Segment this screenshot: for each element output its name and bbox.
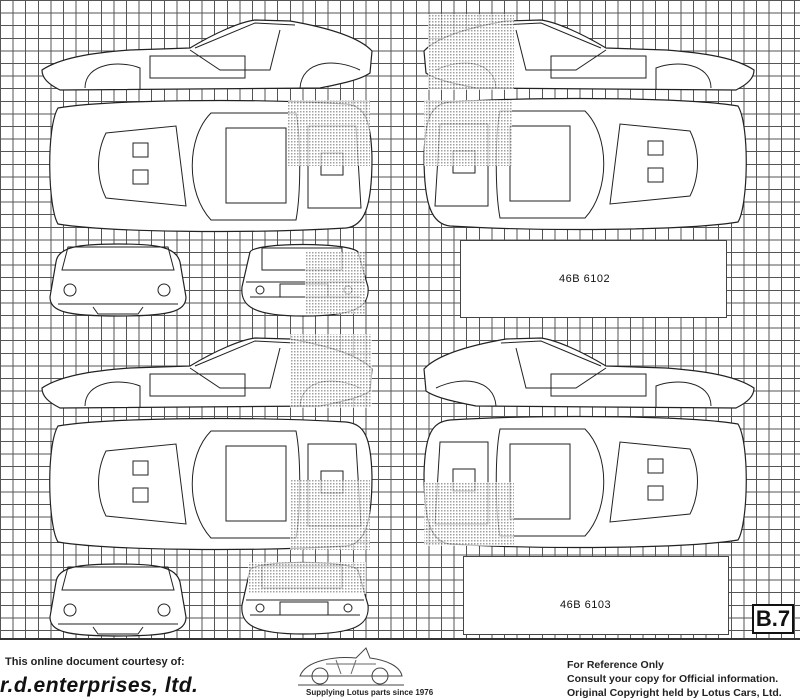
shaded-panel-5 [290, 334, 372, 408]
part-label-box-2: 46B 6103 [463, 556, 729, 635]
copyright-notice: Original Copyright held by Lotus Cars, L… [567, 687, 782, 699]
consult-notice: Consult your copy for Official informati… [567, 673, 779, 685]
sheet-number: B.7 [752, 604, 794, 634]
shaded-panel-7 [248, 562, 366, 594]
part-label-box-1: 46B 6102 [460, 240, 727, 318]
body-panel-drawings [41, 14, 755, 637]
shaded-panel-8 [424, 482, 514, 546]
shaded-panel-1 [288, 100, 370, 166]
part-number-1: 46B 6102 [559, 273, 611, 285]
side-view-car-4 [423, 337, 755, 409]
brand-name[interactable]: r.d.enterprises, ltd. [0, 674, 199, 697]
shaded-panel-2 [305, 252, 365, 314]
front-view-car-3 [49, 563, 187, 637]
front-view-car-1 [49, 243, 187, 317]
footer: This online document courtesy of: r.d.en… [0, 640, 800, 700]
reference-notice: For Reference Only [567, 659, 664, 671]
logo-tagline: Supplying Lotus parts since 1976 [306, 688, 434, 697]
courtesy-text: This online document courtesy of: [5, 656, 185, 668]
race-car-logo-icon [298, 647, 404, 686]
shaded-panel-4 [424, 100, 512, 166]
shaded-panel-6 [290, 480, 370, 550]
side-view-car-1 [41, 19, 373, 91]
shaded-panel-3 [428, 14, 514, 90]
part-number-2: 46B 6103 [560, 599, 612, 611]
